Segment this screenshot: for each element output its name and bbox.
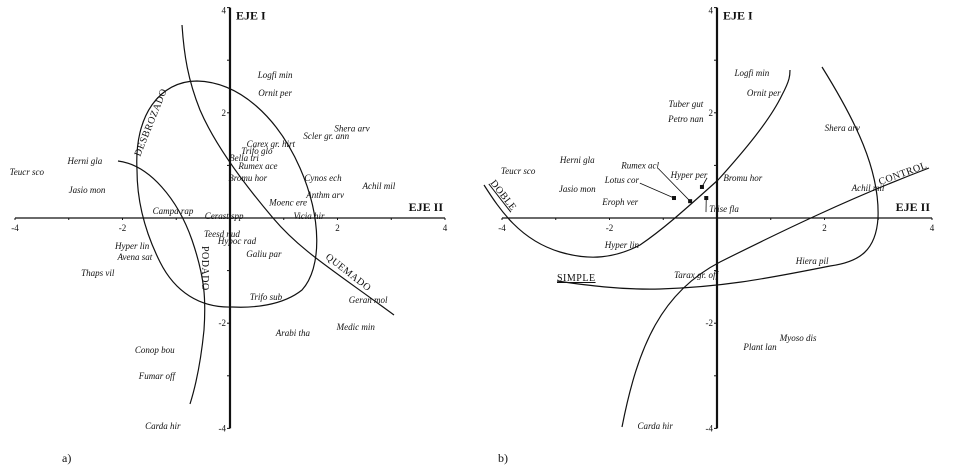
leader-line (657, 168, 691, 202)
species-label: Achil mil (851, 183, 885, 193)
x-tick-label: -4 (11, 223, 19, 233)
species-label: Petro nan (667, 114, 704, 124)
group-label-quemado: QUEMADO (323, 252, 373, 294)
panel-b: DOBLE SIMPLE CONTROL -4 -2 2 4 4 2 -2 -4 EJE I EJ… (483, 6, 935, 465)
group-label-simple: SIMPLE (557, 273, 596, 284)
y-tick-label: -4 (706, 423, 714, 433)
species-label: Achil mil (362, 181, 396, 191)
species-label: Trise fla (709, 204, 739, 214)
x-tick-label: -2 (606, 223, 614, 233)
y-axis-title: EJE I (723, 9, 753, 23)
species-label: Logfi min (257, 70, 293, 80)
species-marker (672, 196, 676, 201)
control-curve (621, 167, 930, 428)
species-label: Cynos ech (304, 173, 342, 183)
species-label: Campa rap (153, 206, 194, 216)
species-label: Teesd nud (204, 229, 240, 239)
species-label: Logfi min (734, 68, 770, 78)
species-label: Herni gla (67, 156, 103, 166)
species-label: Shera arv (825, 123, 860, 133)
y-tick-label: -4 (219, 423, 227, 433)
species-label: Cerast spp (205, 211, 244, 221)
species-label: Thaps vil (81, 268, 115, 278)
species-marker (704, 196, 709, 201)
species-label: Bella tri (229, 153, 259, 163)
species-label: Hypoc rad (217, 236, 257, 246)
species-label: Hiera pil (795, 256, 829, 266)
species-label: Arabi tha (275, 328, 311, 338)
x-tick-label: 4 (443, 223, 448, 233)
x-tick-label: 2 (335, 223, 340, 233)
species-marker (688, 199, 693, 204)
species-label: Teucr sco (501, 166, 536, 176)
y-tick-label: 2 (709, 108, 714, 118)
group-label-control: CONTROL (877, 160, 928, 188)
species-label: Moenc ere (268, 198, 307, 208)
species-label: Eroph ver (601, 197, 638, 207)
group-label-podado: PODADO (199, 246, 210, 291)
x-axis-title: EJE II (409, 200, 444, 214)
simple-control-curve (556, 66, 879, 290)
species-marker (699, 184, 704, 189)
species-label: Hyper lin (114, 241, 150, 251)
species-label: Teucr sco (10, 167, 45, 177)
species-label: Conop bou (135, 345, 175, 355)
group-label-desbrozado: DESBROZADO (133, 87, 170, 158)
species-label: Vicia hir (293, 211, 325, 221)
y-tick-label: -2 (706, 318, 714, 328)
species-label: Carex gr. hirt (247, 139, 296, 149)
species-label: Scler gr. ann (303, 131, 349, 141)
species-label: Shera arv (334, 124, 369, 134)
species-label: Trifo sub (250, 292, 283, 302)
species-label: Avena sat (116, 252, 152, 262)
species-label: Fumar off (138, 371, 177, 381)
species-label: Galiu par (246, 249, 282, 259)
group-label-doble: DOBLE (488, 178, 519, 213)
x-tick-label: 4 (930, 223, 935, 233)
species-label: Herni gla (559, 155, 595, 165)
leader-line (639, 182, 675, 199)
species-label: Anthm arv (305, 190, 344, 200)
species-label: Trifo glo (241, 146, 273, 156)
x-axis-title: EJE II (896, 200, 931, 214)
species-label: Myoso dis (779, 333, 817, 343)
podado-curve (117, 160, 206, 405)
panel-label: a) (62, 451, 71, 465)
species-label: Bromu hor (228, 173, 267, 183)
species-label: Carda hir (145, 421, 181, 431)
species-label: Geran mol (349, 295, 388, 305)
species-label: Jasio mon (69, 185, 106, 195)
species-label: Ornit per (258, 88, 292, 98)
species-label: Medic min (336, 322, 376, 332)
species-label: Carda hir (637, 421, 673, 431)
desbrozado-ellipse (136, 80, 318, 308)
species-label: Bromu hor (723, 173, 762, 183)
species-label: Plant lan (742, 342, 777, 352)
species-label: Hyper lin (604, 240, 640, 250)
species-label: Ornit per (747, 88, 781, 98)
panel-label: b) (498, 451, 508, 465)
species-label: Tuber gut (668, 99, 703, 109)
panel-a: DESBROZADO PODADO QUEMADO -4 -2 2 4 4 2 -2 -4 EJ… (10, 6, 448, 465)
species-label: Rumex ace (237, 161, 277, 171)
species-label: Lotus cor (604, 175, 640, 185)
y-tick-label: 2 (222, 108, 227, 118)
x-tick-label: -4 (498, 223, 506, 233)
y-tick-label: -2 (219, 318, 227, 328)
y-tick-label: 4 (709, 6, 714, 16)
species-label: Tarax gr. off (674, 270, 719, 280)
species-label: Hyper per (670, 170, 708, 180)
species-label: Rumex acl (620, 160, 659, 170)
y-tick-label: 4 (222, 6, 227, 16)
species-label: Jasio mon (559, 184, 596, 194)
quemado-curve (181, 24, 395, 316)
x-tick-label: 2 (822, 223, 827, 233)
x-tick-label: -2 (119, 223, 127, 233)
doble-curve (483, 69, 791, 258)
y-axis-title: EJE I (236, 9, 266, 23)
